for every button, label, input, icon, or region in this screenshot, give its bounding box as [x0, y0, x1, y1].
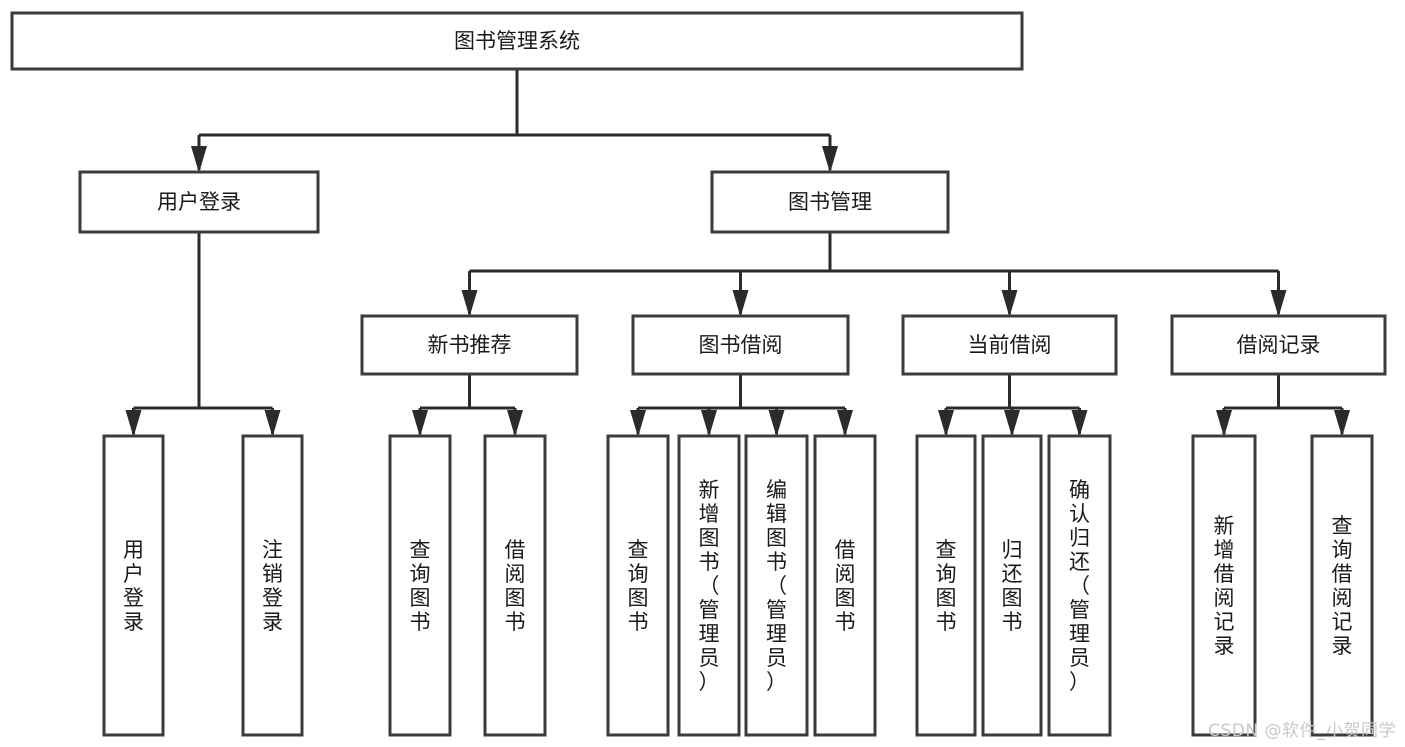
node-label: 图书管理系统: [454, 29, 580, 53]
node-box: [241, 434, 304, 737]
arrow-head-icon: [1216, 410, 1232, 437]
edges-layer: [125, 69, 1350, 437]
node-leaf-add-book[interactable]: 新增图书（管理员）: [677, 434, 741, 737]
node-label: 归还图书: [1002, 538, 1023, 634]
arrow-head-icon: [412, 410, 428, 437]
node-user-login[interactable]: 用户登录: [78, 170, 320, 234]
node-leaf-edit-book[interactable]: 编辑图书（管理员）: [744, 434, 809, 737]
node-box: [1191, 434, 1257, 737]
arrow-head-icon: [507, 410, 523, 437]
node-label: 编辑图书（管理员）: [766, 478, 787, 694]
node-box: [631, 314, 850, 376]
arrow-head-icon: [837, 410, 853, 437]
arrow-head-icon: [461, 290, 478, 317]
node-box: [78, 170, 320, 234]
node-label: 当前借阅: [968, 333, 1052, 357]
node-label: 图书管理: [788, 190, 872, 214]
node-book-manage[interactable]: 图书管理: [710, 170, 950, 234]
node-label: 图书借阅: [699, 333, 783, 357]
node-label: 新增借阅记录: [1214, 514, 1235, 658]
node-box: [1047, 434, 1112, 737]
arrow-head-icon: [1334, 410, 1350, 437]
arrow-head-icon: [1001, 290, 1018, 317]
node-new-book-rec[interactable]: 新书推荐: [360, 314, 579, 376]
node-leaf-add-record[interactable]: 新增借阅记录: [1191, 434, 1257, 737]
node-label: 新增图书（管理员）: [699, 478, 720, 694]
node-box: [102, 434, 165, 737]
arrow-head-icon: [1004, 410, 1020, 437]
node-root[interactable]: 图书管理系统: [10, 11, 1024, 71]
node-book-borrow[interactable]: 图书借阅: [631, 314, 850, 376]
arrow-head-icon: [1270, 290, 1287, 317]
arrow-head-icon: [732, 290, 749, 317]
node-label: 查询图书: [410, 538, 431, 634]
node-box: [710, 170, 950, 234]
node-box: [360, 314, 579, 376]
node-box: [915, 434, 977, 737]
node-label: 注销登录: [262, 538, 283, 634]
arrow-head-icon: [1071, 410, 1088, 437]
node-label: 借阅图书: [835, 538, 856, 634]
node-leaf-user-login[interactable]: 用户登录: [102, 434, 165, 737]
arrow-head-icon: [768, 410, 785, 437]
node-label: 新书推荐: [428, 333, 512, 357]
node-leaf-query-record[interactable]: 查询借阅记录: [1310, 434, 1374, 737]
node-borrow-record[interactable]: 借阅记录: [1170, 314, 1387, 376]
node-leaf-return-book[interactable]: 归还图书: [981, 434, 1043, 737]
node-label: 用户登录: [123, 538, 144, 634]
node-box: [677, 434, 741, 737]
node-label: 借阅记录: [1237, 333, 1321, 357]
node-box: [1170, 314, 1387, 376]
nodes-layer: 图书管理系统用户登录图书管理新书推荐图书借阅当前借阅借阅记录用户登录注销登录查询…: [10, 11, 1387, 737]
arrow-head-icon: [701, 410, 717, 437]
node-box: [388, 434, 452, 737]
node-box: [901, 314, 1118, 376]
node-label: 查询借阅记录: [1332, 514, 1353, 658]
arrow-head-icon: [264, 410, 281, 437]
node-label: 确认归还（管理员）: [1069, 478, 1090, 694]
arrow-head-icon: [938, 410, 954, 437]
node-box: [1310, 434, 1374, 737]
node-box: [981, 434, 1043, 737]
arrow-head-icon: [191, 146, 207, 173]
arrow-head-icon: [822, 146, 838, 173]
node-box: [744, 434, 809, 737]
node-label: 查询图书: [936, 538, 957, 634]
node-current-borrow[interactable]: 当前借阅: [901, 314, 1118, 376]
node-leaf-confirm-return[interactable]: 确认归还（管理员）: [1047, 434, 1112, 737]
node-box: [483, 434, 547, 737]
arrow-head-icon: [125, 410, 142, 437]
node-leaf-logout[interactable]: 注销登录: [241, 434, 304, 737]
node-leaf-borrow-book-2[interactable]: 借阅图书: [813, 434, 877, 737]
node-leaf-query-book-2[interactable]: 查询图书: [606, 434, 670, 737]
node-box: [10, 11, 1024, 71]
node-box: [606, 434, 670, 737]
node-label: 查询图书: [628, 538, 649, 634]
node-leaf-query-book-3[interactable]: 查询图书: [915, 434, 977, 737]
arrow-head-icon: [630, 410, 646, 437]
node-leaf-query-book-1[interactable]: 查询图书: [388, 434, 452, 737]
node-leaf-borrow-book-1[interactable]: 借阅图书: [483, 434, 547, 737]
node-box: [813, 434, 877, 737]
csdn-watermark: CSDN @软件_小贺同学: [1208, 721, 1396, 741]
node-label: 用户登录: [157, 190, 241, 214]
node-label: 借阅图书: [505, 538, 526, 634]
